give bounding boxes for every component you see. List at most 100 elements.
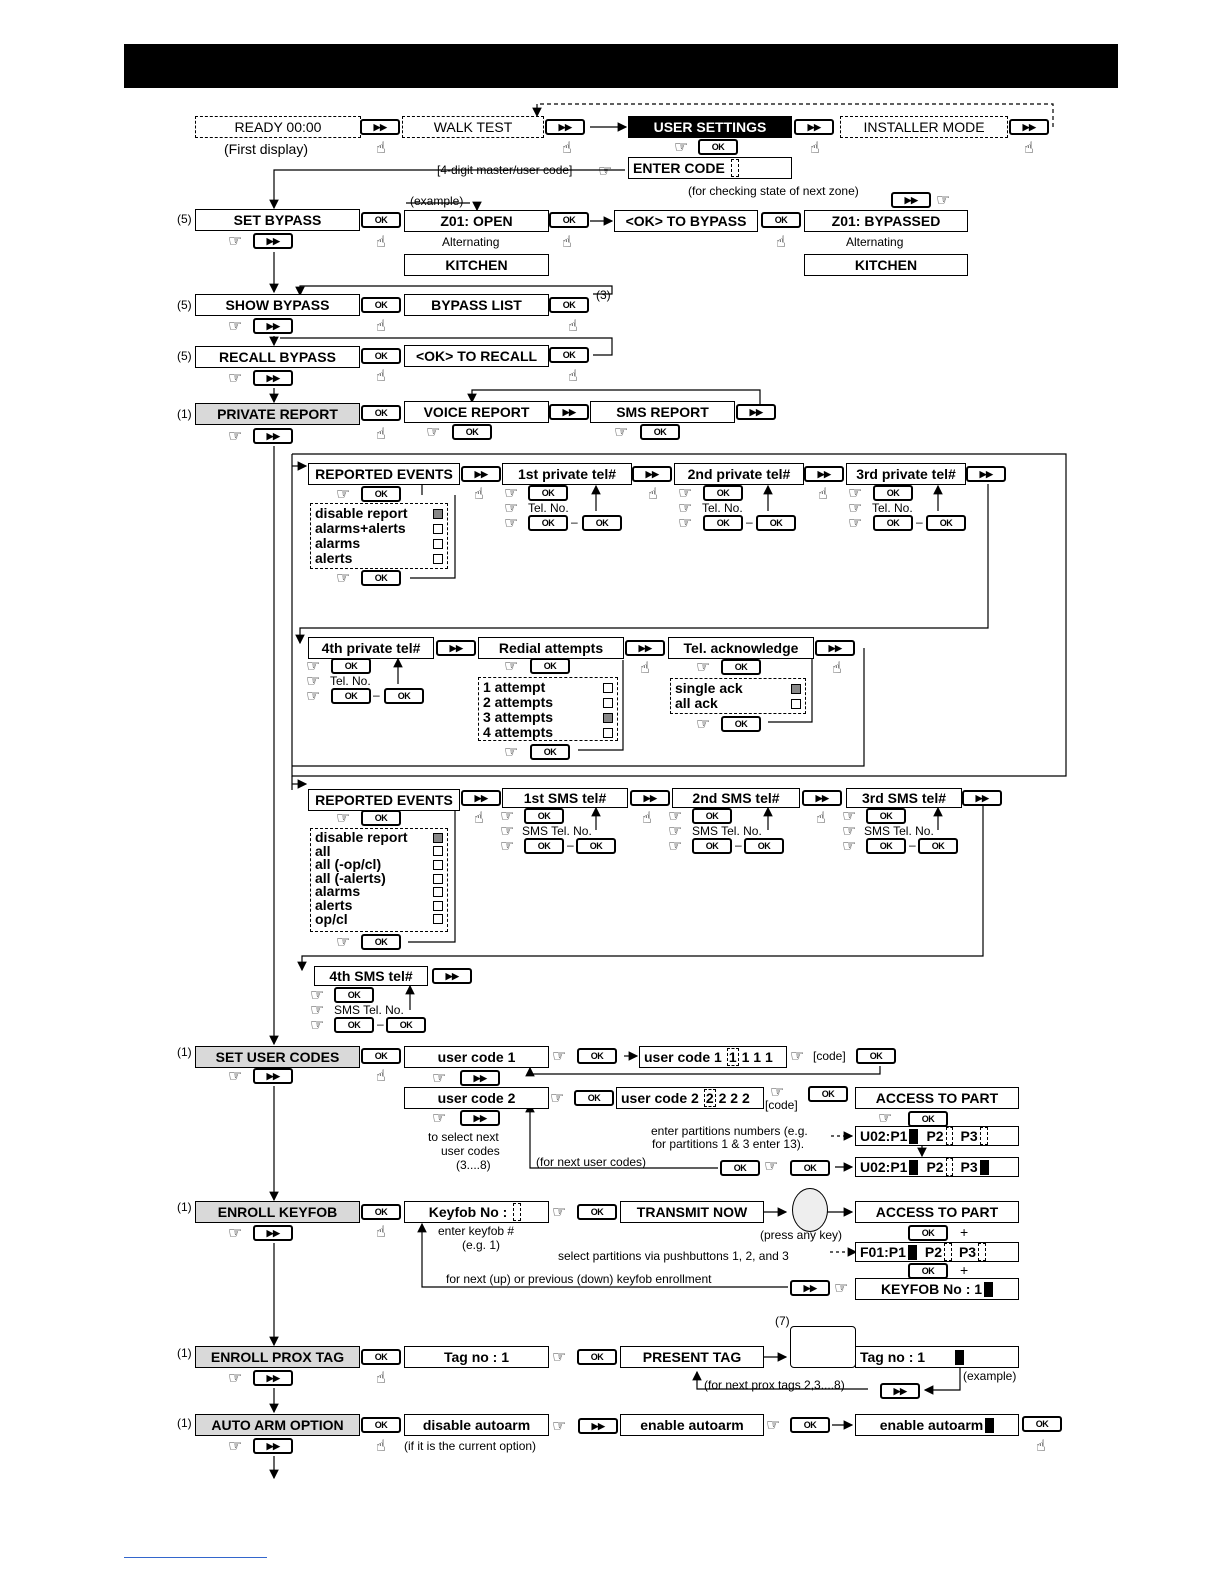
next-button[interactable]: ▶▶ — [436, 640, 476, 656]
next-button[interactable]: ▶▶ — [736, 404, 776, 420]
ok-button[interactable]: OK — [549, 347, 589, 363]
checkbox[interactable] — [603, 727, 613, 738]
list-item[interactable]: alerts — [315, 551, 443, 566]
ok-button[interactable]: OK — [361, 1048, 401, 1064]
list-item[interactable]: op/cl — [315, 912, 443, 927]
next-button[interactable]: ▶▶ — [460, 1070, 500, 1086]
checkbox[interactable] — [433, 538, 443, 549]
ok-button[interactable]: OK — [1022, 1416, 1062, 1432]
checkbox[interactable] — [433, 846, 443, 857]
next-button[interactable]: ▶▶ — [253, 1068, 293, 1084]
checkbox[interactable] — [433, 873, 443, 884]
next-button[interactable]: ▶▶ — [253, 428, 293, 444]
ok-button[interactable]: OK — [703, 515, 743, 531]
ok-button[interactable]: OK — [334, 987, 374, 1003]
ok-button[interactable]: OK — [576, 838, 616, 854]
ok-button[interactable]: OK — [721, 659, 761, 675]
next-button[interactable]: ▶▶ — [794, 119, 834, 135]
ok-button[interactable]: OK — [574, 1090, 614, 1106]
next-button[interactable]: ▶▶ — [966, 466, 1006, 482]
next-button[interactable]: ▶▶ — [432, 968, 472, 984]
next-button[interactable]: ▶▶ — [461, 466, 501, 482]
ok-button[interactable]: OK — [361, 1417, 401, 1433]
ok-button[interactable]: OK — [361, 810, 401, 826]
checkbox[interactable] — [433, 859, 443, 870]
ok-button[interactable]: OK — [361, 348, 401, 364]
next-button[interactable]: ▶▶ — [578, 1418, 618, 1434]
next-button[interactable]: ▶▶ — [802, 790, 842, 806]
ok-button[interactable]: OK — [361, 934, 401, 950]
ok-button[interactable]: OK — [577, 1204, 617, 1220]
list-item[interactable]: 2 attempts — [483, 695, 613, 710]
ok-button[interactable]: OK — [524, 838, 564, 854]
ok-button[interactable]: OK — [530, 744, 570, 760]
checkbox[interactable] — [433, 887, 443, 898]
list-item[interactable]: all (-alerts) — [315, 871, 443, 886]
ok-button[interactable]: OK — [524, 808, 564, 824]
ok-button[interactable]: OK — [908, 1225, 948, 1241]
next-button[interactable]: ▶▶ — [962, 790, 1002, 806]
ok-button[interactable]: OK — [790, 1417, 830, 1433]
next-button[interactable]: ▶▶ — [253, 1438, 293, 1454]
ok-button[interactable]: OK — [873, 485, 913, 501]
next-button[interactable]: ▶▶ — [253, 233, 293, 249]
ok-button[interactable]: OK — [530, 658, 570, 674]
ok-button[interactable]: OK — [908, 1111, 948, 1127]
ok-button[interactable]: OK — [808, 1086, 848, 1102]
list-item[interactable]: alerts — [315, 898, 443, 913]
ok-button[interactable]: OK — [744, 838, 784, 854]
ok-button[interactable]: OK — [577, 1048, 617, 1064]
next-button[interactable]: ▶▶ — [253, 1225, 293, 1241]
checkbox[interactable] — [433, 832, 443, 843]
show-bypass-menu[interactable]: SHOW BYPASS — [195, 294, 360, 316]
next-button[interactable]: ▶▶ — [880, 1383, 920, 1399]
ok-button[interactable]: OK — [331, 658, 371, 674]
ok-button[interactable]: OK — [866, 808, 906, 824]
next-button[interactable]: ▶▶ — [804, 466, 844, 482]
ok-button[interactable]: OK — [361, 1204, 401, 1220]
list-item[interactable]: disable report — [315, 506, 443, 521]
checkbox[interactable] — [603, 682, 613, 693]
ok-button[interactable]: OK — [720, 1160, 760, 1176]
ok-button[interactable]: OK — [528, 485, 568, 501]
list-item[interactable]: 4 attempts — [483, 725, 613, 740]
set-user-codes-menu[interactable]: SET USER CODES — [195, 1046, 360, 1068]
ok-button[interactable]: OK — [856, 1048, 896, 1064]
ok-button[interactable]: OK — [549, 297, 589, 313]
checkbox[interactable] — [603, 712, 613, 723]
ok-button[interactable]: OK — [549, 212, 589, 228]
ok-button[interactable]: OK — [361, 212, 401, 228]
checkbox[interactable] — [433, 914, 443, 925]
next-button[interactable]: ▶▶ — [630, 790, 670, 806]
next-button[interactable]: ▶▶ — [461, 790, 501, 806]
checkbox[interactable] — [433, 900, 443, 911]
set-bypass-menu[interactable]: SET BYPASS — [195, 209, 360, 231]
ok-button[interactable]: OK — [361, 1349, 401, 1365]
ok-button[interactable]: OK — [361, 297, 401, 313]
auto-arm-option-menu[interactable]: AUTO ARM OPTION — [195, 1414, 360, 1436]
list-item[interactable]: alarms+alerts — [315, 521, 443, 536]
next-button[interactable]: ▶▶ — [632, 466, 672, 482]
next-button[interactable]: ▶▶ — [790, 1280, 830, 1296]
ok-button[interactable]: OK — [334, 1017, 374, 1033]
ok-button[interactable]: OK — [926, 515, 966, 531]
recall-bypass-menu[interactable]: RECALL BYPASS — [195, 346, 360, 368]
ok-button[interactable]: OK — [640, 424, 680, 440]
next-button[interactable]: ▶▶ — [625, 640, 665, 656]
private-report-menu[interactable]: PRIVATE REPORT — [195, 403, 360, 425]
next-button[interactable]: ▶▶ — [253, 318, 293, 334]
next-button[interactable]: ▶▶ — [460, 1110, 500, 1126]
next-button[interactable]: ▶▶ — [815, 640, 855, 656]
ok-button[interactable]: OK — [582, 515, 622, 531]
enroll-prox-tag-menu[interactable]: ENROLL PROX TAG — [195, 1346, 360, 1368]
checkbox[interactable] — [433, 523, 443, 534]
list-item[interactable]: all — [315, 844, 443, 859]
ok-button[interactable]: OK — [918, 838, 958, 854]
ok-button[interactable]: OK — [528, 515, 568, 531]
ok-button[interactable]: OK — [873, 515, 913, 531]
next-button[interactable]: ▶▶ — [1009, 119, 1049, 135]
ok-button[interactable]: OK — [692, 808, 732, 824]
checkbox[interactable] — [433, 553, 443, 564]
ok-button[interactable]: OK — [386, 1017, 426, 1033]
list-item[interactable]: 3 attempts — [483, 710, 613, 725]
